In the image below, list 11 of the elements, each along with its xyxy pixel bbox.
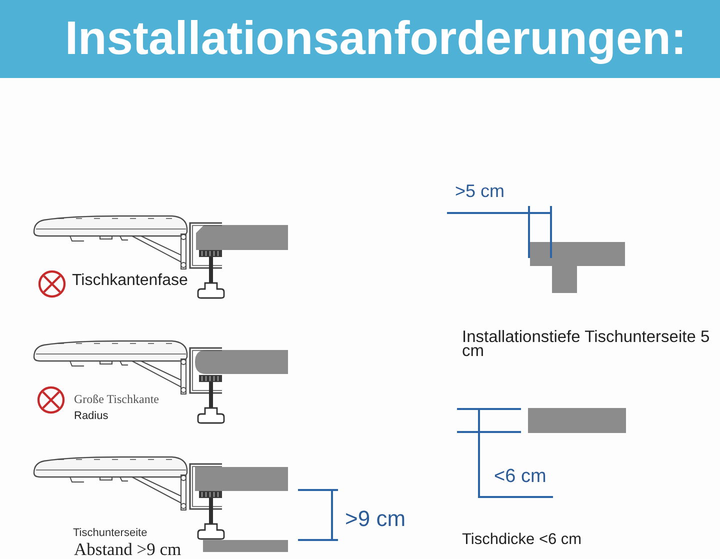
dimension-label: >9 cm xyxy=(345,507,406,532)
warning-label: Große Tischkante xyxy=(74,393,159,406)
requirement-label: Tischunterseite xyxy=(73,527,148,540)
dimension-label: >5 cm xyxy=(455,182,505,202)
warning-label: Radius xyxy=(74,410,108,422)
title: Installationsanforderungen: xyxy=(65,12,686,64)
dimension-label: <6 cm xyxy=(494,467,546,488)
warning-label: Tischkantenfase xyxy=(72,272,188,290)
requirement-label: Tischdicke <6 cm xyxy=(462,531,582,548)
requirement-label: Installationstiefe Tischunterseite 5 cm xyxy=(462,330,711,358)
requirement-label: Abstand >9 cm xyxy=(74,541,182,558)
